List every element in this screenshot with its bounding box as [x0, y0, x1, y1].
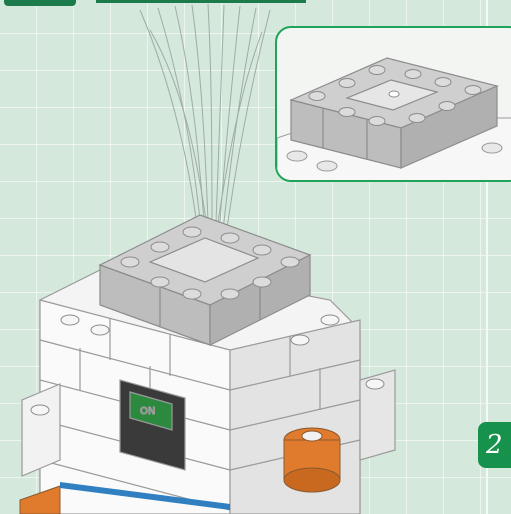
fountain-spray-icon	[140, 4, 270, 250]
svg-text:ON: ON	[140, 406, 155, 417]
step-number-badge: 2	[478, 422, 511, 468]
grey-frame-detail-illustration	[277, 28, 511, 182]
detail-inset	[275, 26, 511, 182]
